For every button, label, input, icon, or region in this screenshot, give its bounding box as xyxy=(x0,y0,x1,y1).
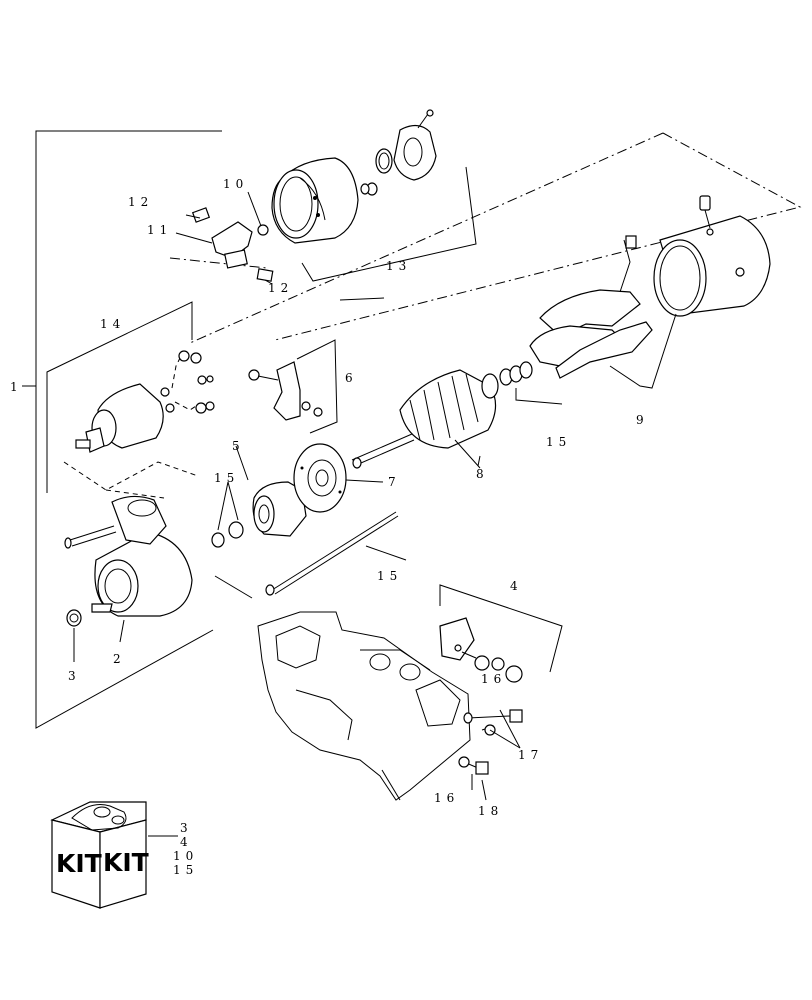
callout-12a: 12 xyxy=(128,195,153,209)
callout-16a: 16 xyxy=(481,672,506,686)
callout-13: 13 xyxy=(386,259,411,273)
bearing-plate xyxy=(293,443,384,513)
callout-16b: 16 xyxy=(434,791,459,805)
callout-labels: 1 2 3 4 5 6 7 8 9 10 11 12 12 13 14 15 1… xyxy=(10,177,649,818)
drive-housing xyxy=(91,495,193,617)
brush-holder xyxy=(175,191,274,285)
washer-small xyxy=(360,182,378,196)
callout-14: 14 xyxy=(100,317,125,331)
callout-2: 2 xyxy=(113,652,126,666)
terminal-cover-4 xyxy=(439,617,523,683)
callout-8: 8 xyxy=(476,467,489,481)
callout-1: 1 xyxy=(10,380,23,394)
solenoid-switch xyxy=(75,357,197,453)
gasket-flange xyxy=(393,109,437,181)
bushing-3 xyxy=(66,609,82,627)
field-coil xyxy=(529,235,653,379)
o-ring xyxy=(375,148,393,174)
solenoid-dotted-outline xyxy=(63,461,199,499)
callout-11: 11 xyxy=(147,223,172,237)
callout-5: 5 xyxy=(232,439,245,453)
kit-item-2: 4 xyxy=(180,835,193,849)
callout-3: 3 xyxy=(68,669,81,683)
shift-lever xyxy=(248,361,323,421)
group-bracket-4 xyxy=(439,584,563,673)
armature xyxy=(351,369,499,469)
assembly-bracket-1 xyxy=(22,130,222,729)
callout-15a: 15 xyxy=(214,471,239,485)
callout-6: 6 xyxy=(345,371,358,385)
callout-7: 7 xyxy=(388,475,401,489)
engine-block xyxy=(257,611,471,801)
yoke-frame xyxy=(653,195,771,317)
drive-pinion xyxy=(252,481,307,537)
group-bracket-6 xyxy=(296,339,338,434)
kit-item-1: 3 xyxy=(180,821,193,835)
callout-18: 18 xyxy=(478,804,503,818)
solenoid-nuts xyxy=(178,350,215,414)
kit-label-right: KIT xyxy=(103,848,149,877)
callout-9: 9 xyxy=(636,413,649,427)
leader-lines xyxy=(73,297,677,837)
kit-item-4: 15 xyxy=(173,863,198,877)
group-boundary-dashdot xyxy=(169,132,802,344)
bushings-15 xyxy=(211,521,244,548)
callout-17: 17 xyxy=(518,748,543,762)
callout-15b: 15 xyxy=(377,569,402,583)
through-bolt xyxy=(214,511,399,599)
callout-12b: 12 xyxy=(268,281,293,295)
kit-item-3: 10 xyxy=(173,849,198,863)
callout-4: 4 xyxy=(510,579,523,593)
armature-washers xyxy=(499,361,533,386)
mounting-bolts xyxy=(458,709,523,775)
end-cover xyxy=(271,157,359,244)
group-bracket-14 xyxy=(46,301,193,493)
callout-10: 10 xyxy=(223,177,248,191)
group-bracket-13 xyxy=(301,166,477,282)
housing-bolt xyxy=(64,525,117,549)
kit-contents-list: 3 4 10 15 xyxy=(173,821,198,877)
kit-box-icon: KIT KIT xyxy=(50,801,149,909)
callout-15c: 15 xyxy=(546,435,571,449)
kit-label-left: KIT xyxy=(56,849,102,878)
